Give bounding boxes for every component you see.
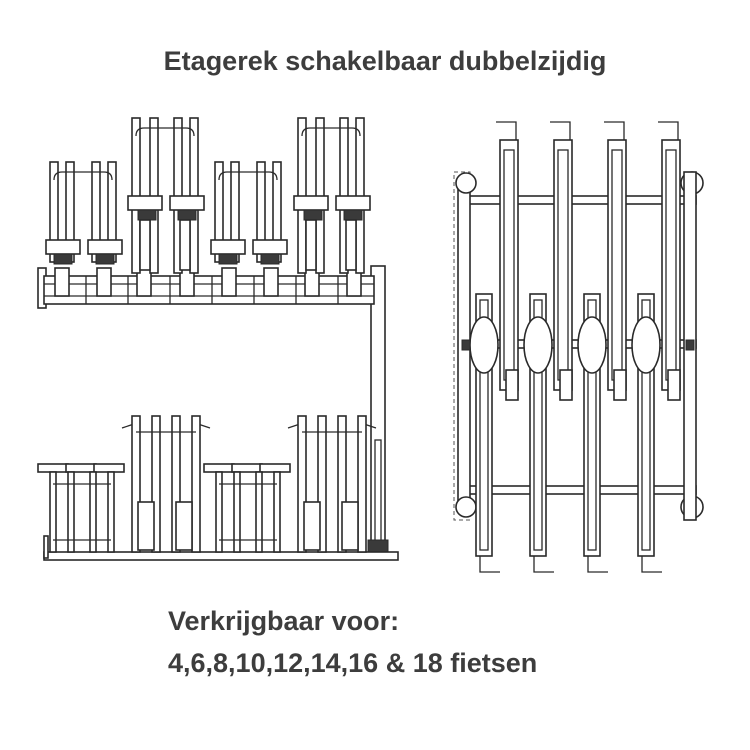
- upper-tier-beam: [37, 267, 375, 309]
- top-view-upper-tray-1: [496, 121, 519, 401]
- upper-tier-tray-3: [210, 161, 288, 265]
- lower-tier-stand-2: [121, 415, 211, 553]
- lower-tier-stand-1: [37, 463, 125, 553]
- upper-tier-tray-4: [293, 117, 371, 274]
- caption-quantities: 4,6,8,10,12,14,16 & 18 fietsen: [168, 648, 538, 678]
- rack-top-view: [453, 121, 704, 573]
- lower-tier-stand-4: [287, 415, 377, 553]
- availability-caption: Verkrijgbaar voor: 4,6,8,10,12,14,16 & 1…: [168, 600, 537, 684]
- caption-heading: Verkrijgbaar voor:: [168, 606, 400, 636]
- page-title: Etagerek schakelbaar dubbelzijdig: [163, 46, 607, 76]
- lower-tier-stand-3: [203, 463, 291, 553]
- upper-tier-tray-1: [45, 161, 123, 265]
- top-view-upper-tray-3: [604, 121, 627, 401]
- top-view-upper-tray-2: [550, 121, 573, 401]
- top-view-upper-tray-4: [658, 121, 681, 401]
- top-view-lower-tray-4: [631, 293, 695, 573]
- top-view-lower-tray-2: [523, 293, 554, 573]
- upper-tier-tray-2: [127, 117, 205, 274]
- top-view-lower-tray-3: [577, 293, 608, 573]
- top-view-lower-tray-1: [461, 293, 500, 573]
- rack-side-view: [37, 117, 399, 561]
- support-post: [367, 265, 389, 557]
